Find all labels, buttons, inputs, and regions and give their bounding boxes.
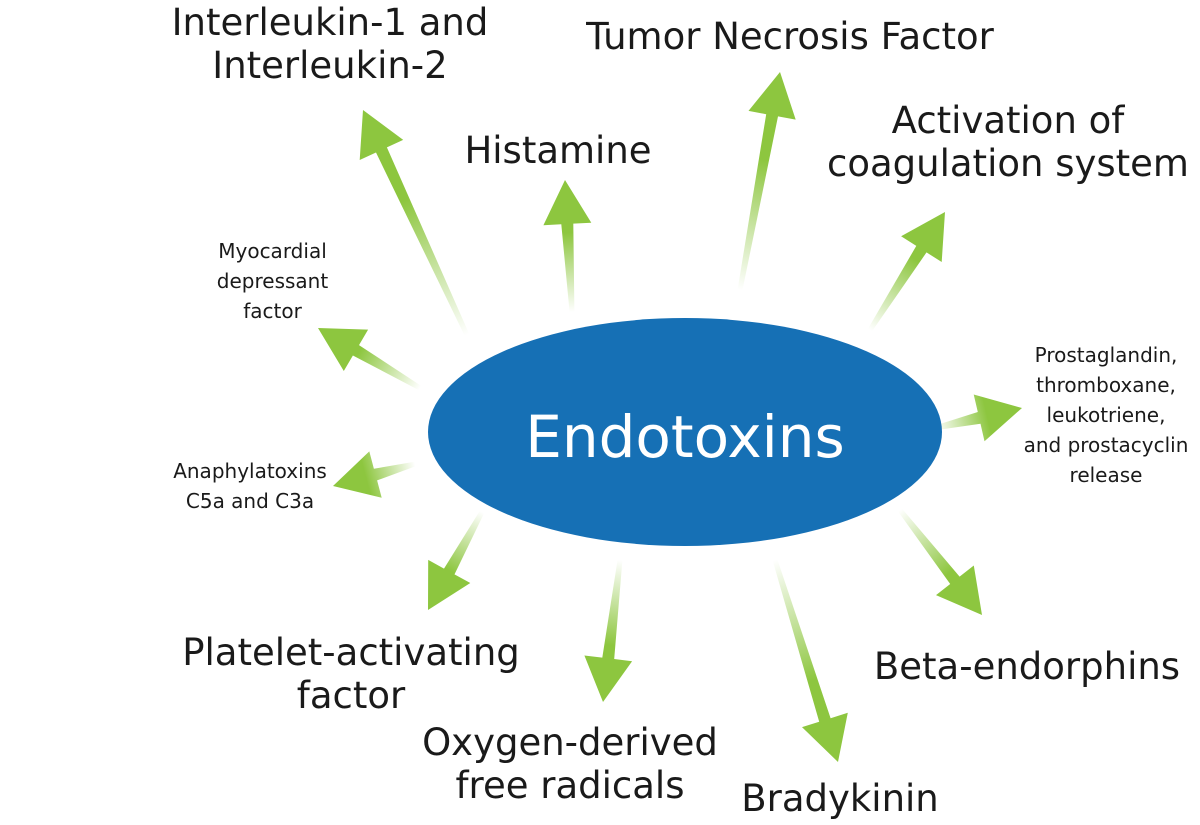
label-histamine-line-1: Histamine [464,129,652,172]
arrow-platelet [428,510,485,610]
label-beta: Beta-endorphins [862,645,1192,689]
label-coagulation-line-2: coagulation system [827,141,1189,185]
label-histamine: Histamine [448,129,668,173]
label-platelet-line-1: Platelet-activating [182,631,520,674]
label-prostaglandin-line-1: Prostaglandin, [1034,343,1178,367]
label-oxygen: Oxygen-derived free radicals [410,721,730,807]
label-tnf-line-1: Tumor Necrosis Factor [586,15,994,58]
label-myocardial-line-1: Myocardial [218,239,327,263]
center-ellipse [428,318,942,546]
label-prostaglandin: Prostaglandin, thromboxane, leukotriene,… [1016,340,1196,490]
arrow-histamine [543,180,592,313]
label-myocardial-line-2: depressant [216,269,329,293]
label-prostaglandin-line-4: and prostacyclin [1023,433,1189,457]
label-bradykinin: Bradykinin [730,777,950,821]
label-tnf: Tumor Necrosis Factor [570,15,1010,59]
label-coagulation-line-1: Activation of [891,99,1125,142]
label-prostaglandin-line-3: leukotriene, [1046,403,1166,427]
label-platelet: Platelet-activating factor [165,631,537,717]
label-interleukin-line-1: Interleukin-1 and [171,1,489,44]
label-platelet-line-2: factor [296,673,406,717]
label-interleukin: Interleukin-1 and Interleukin-2 [160,1,500,87]
arrow-interleukin [359,110,470,336]
label-anaphylatoxins-line-1: Anaphylatoxins [173,459,327,483]
arrow-anaphylatoxins [333,451,416,498]
arrow-myocardial [318,328,422,391]
center-label: Endotoxins [525,403,845,471]
label-coagulation: Activation of coagulation system [822,99,1194,185]
label-anaphylatoxins-line-2: C5a and C3a [185,489,315,513]
label-myocardial-line-3: factor [243,299,302,323]
arrow-prostaglandin [934,394,1022,442]
label-beta-line-1: Beta-endorphins [873,645,1181,688]
label-myocardial: Myocardial depressant factor [190,236,355,326]
arrow-tnf [737,72,796,291]
arrow-bradykinin [772,559,848,762]
label-bradykinin-line-1: Bradykinin [741,777,939,820]
label-prostaglandin-line-2: thromboxane, [1036,373,1176,397]
arrow-coagulation [868,212,945,332]
label-interleukin-line-2: Interleukin-2 [212,43,448,87]
label-anaphylatoxins: Anaphylatoxins C5a and C3a [160,456,340,516]
label-prostaglandin-line-5: release [1069,463,1143,487]
arrow-beta [898,508,982,615]
label-oxygen-line-1: Oxygen-derived [422,721,718,764]
label-oxygen-line-2: free radicals [455,763,685,807]
arrow-oxygen [584,559,633,702]
